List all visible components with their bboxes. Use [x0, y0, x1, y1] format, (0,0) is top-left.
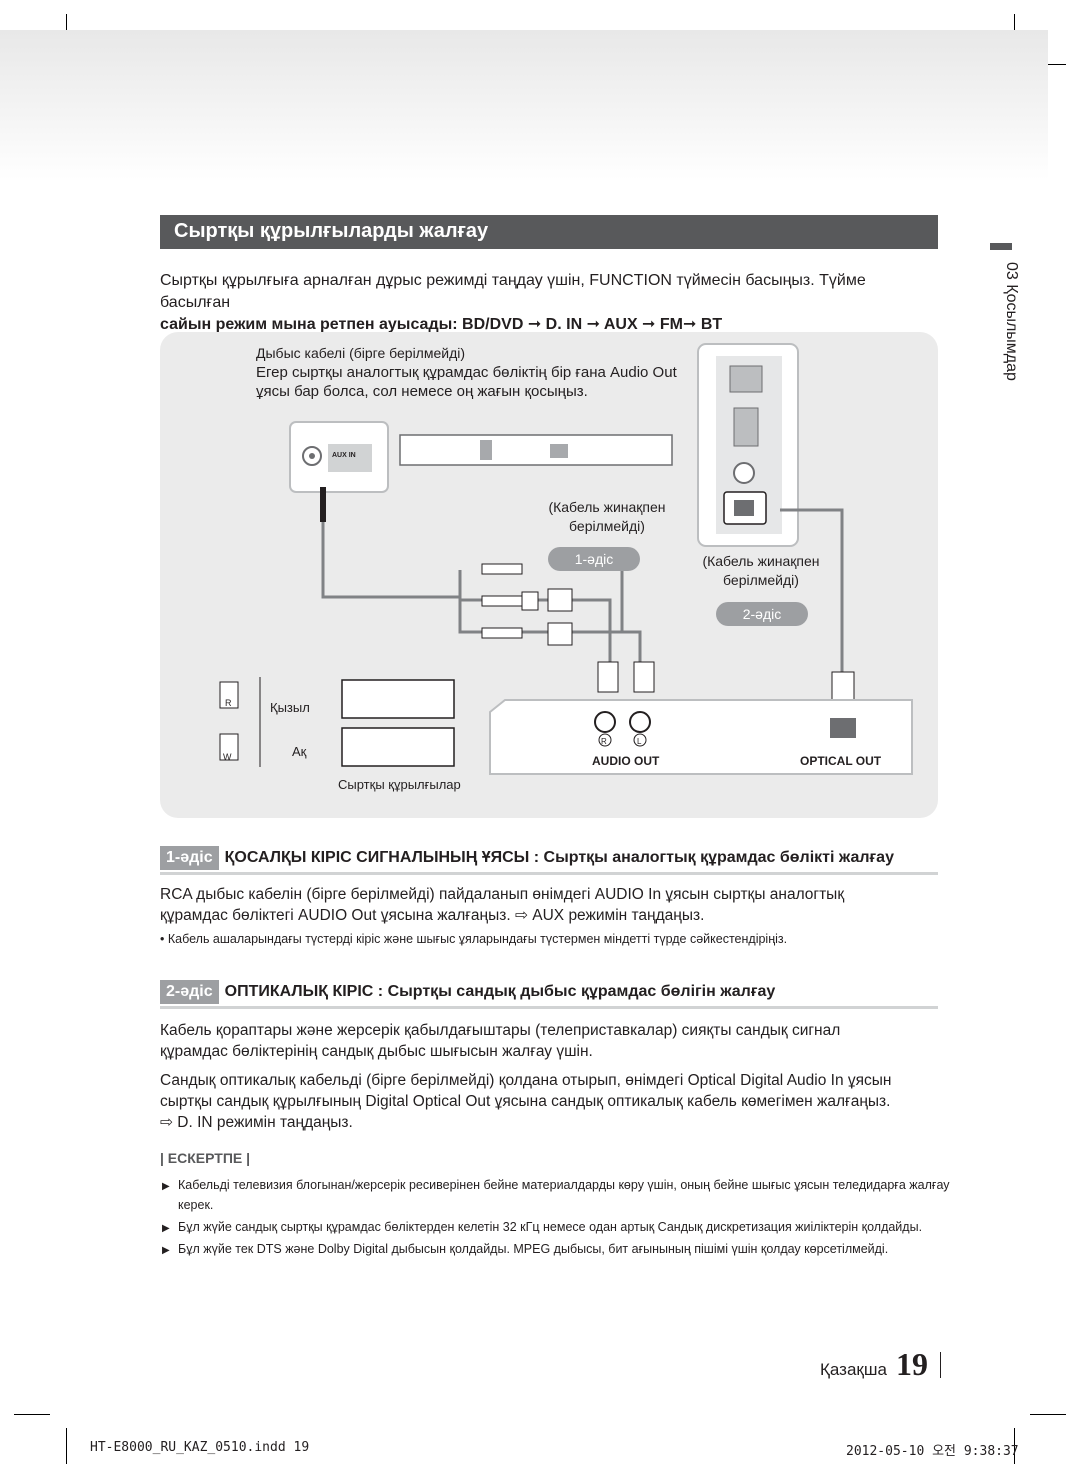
cable-note-1: (Кабель жинақпен берілмейді)	[546, 498, 668, 536]
cable-note-2a: (Кабель жинақпен	[702, 553, 820, 569]
section2-tag: 2-әдіс	[160, 980, 219, 1004]
section2-p2: құрамдас бөліктерінің сандық дыбыс шығыс…	[160, 1043, 593, 1060]
section1-rule	[160, 872, 938, 875]
connection-diagram: Дыбыс кабелі (бірге берілмейді) Егер сыр…	[160, 332, 938, 818]
aux-in-label: AUX IN	[332, 452, 356, 459]
note-item-continued: керек.	[160, 1196, 958, 1215]
cable-note-2b: берілмейді)	[723, 572, 799, 588]
l-jack-label: L	[637, 737, 642, 746]
audio-cable-note-line1: Дыбыс кабелі (бірге берілмейді)	[256, 345, 466, 361]
triangle-bullet-icon: ▶	[162, 1181, 170, 1192]
page-language: Қазақша	[820, 1360, 887, 1379]
section2-body: Кабель қораптары және жерсерік қабылдағы…	[160, 1020, 940, 1133]
section1-bullet-row: • Кабель ашаларындағы түстерді кіріс жән…	[160, 932, 788, 946]
r-plug-label: R	[225, 698, 232, 708]
intro-text: Сыртқы құрылғыға арналған дұрыс режимді …	[160, 270, 940, 336]
audio-cable-note: Дыбыс кабелі (бірге берілмейді) Егер сыр…	[256, 344, 677, 401]
note-item: ▶ Кабельді телевизия блогынан/жерсерік р…	[160, 1176, 958, 1195]
section1-p2: құрамдас бөліктегі AUDIO Out ұясына жалғ…	[160, 907, 705, 924]
section2-p5: ⇨ D. IN режимін таңдаңыз.	[160, 1114, 353, 1131]
white-label: Ақ	[292, 744, 307, 759]
cable-note-2: (Кабель жинақпен берілмейді)	[700, 552, 822, 590]
note-text-3: Бұл жүйе сандық сыртқы құрамдас бөліктер…	[178, 1220, 923, 1234]
crop-mark	[66, 1428, 67, 1464]
section2-title: ОПТИКАЛЫҚ КІРІС : Сыртқы сандық дыбыс құ…	[224, 983, 776, 1000]
page-number-divider	[940, 1352, 941, 1378]
note-text-1: Кабельді телевизия блогынан/жерсерік рес…	[178, 1178, 950, 1192]
audio-cable-note-line3: ұясы бар болса, сол немесе оң жағын қосы…	[256, 383, 588, 400]
method1-badge: 1-әдіс	[548, 547, 640, 571]
footer-date: 2012-05-10 오전 9:38:37	[846, 1444, 1019, 1459]
method2-badge: 2-әдіс	[716, 602, 808, 626]
cable-note-1b: берілмейді)	[569, 518, 645, 534]
chapter-label: 03 Қосылымдар	[1003, 262, 1020, 381]
section1-bullet: Кабель ашаларындағы түстерді кіріс және …	[167, 932, 788, 946]
triangle-bullet-icon: ▶	[162, 1223, 170, 1234]
audio-out-label: AUDIO OUT	[592, 754, 660, 768]
page-number: 19	[896, 1346, 928, 1382]
note-item: ▶ Бұл жүйе сандық сыртқы құрамдас бөлікт…	[160, 1218, 958, 1237]
audio-cable-note-line2: Егер сыртқы аналогтық құрамдас бөліктің …	[256, 364, 677, 381]
note-text-2: керек.	[178, 1198, 214, 1212]
section1-heading: 1-әдіс ҚОСАЛҚЫ КІРІС СИГНАЛЫНЫҢ ҰЯСЫ : Сы…	[160, 846, 938, 870]
intro-line-2: сайын режим мына ретпен ауысады: BD/DVD …	[160, 316, 723, 333]
section-title-bar: Сыртқы құрылғыларды жалғау	[160, 215, 938, 249]
triangle-bullet-icon: ▶	[162, 1245, 170, 1256]
crop-mark	[1030, 1414, 1066, 1415]
footer-file: HT-E8000_RU_KAZ_0510.indd 19	[90, 1440, 310, 1455]
section2-rule	[160, 1006, 938, 1009]
external-devices-label: Сыртқы құрылғылар	[338, 777, 461, 792]
crop-mark	[14, 1414, 50, 1415]
w-plug-label: W	[223, 752, 232, 762]
section2-p4: сыртқы сандық құрылғының Digital Optical…	[160, 1093, 891, 1110]
r-jack-label: R	[601, 737, 607, 746]
cable-note-1a: (Кабель жинақпен	[548, 499, 666, 515]
section2-heading: 2-әдіс ОПТИКАЛЫҚ КІРІС : Сыртқы сандық ды…	[160, 980, 938, 1004]
section1-body: RCA дыбыс кабелін (бірге берілмейді) пай…	[160, 884, 940, 949]
intro-line-1: Сыртқы құрылғыға арналған дұрыс режимді …	[160, 272, 866, 311]
note-text-4: Бұл жүйе тек DTS және Dolby Digital дыбы…	[178, 1242, 889, 1256]
crop-mark	[1014, 1428, 1015, 1464]
diagram-lines	[219, 343, 913, 775]
section1-tag: 1-әдіс	[160, 846, 219, 870]
crop-mark	[1030, 64, 1066, 65]
section2-p3: Сандық оптикалық кабельді (бірге берілме…	[160, 1072, 892, 1089]
section1-title: ҚОСАЛҚЫ КІРІС СИГНАЛЫНЫҢ ҰЯСЫ : Сыртқы а…	[224, 849, 894, 866]
section2-p1: Кабель қораптары және жерсерік қабылдағы…	[160, 1022, 841, 1039]
optical-out-label: OPTICAL OUT	[800, 754, 882, 768]
chapter-marker	[990, 243, 1012, 250]
header-gradient	[0, 30, 1048, 180]
note-title: | ЕСКЕРТПЕ |	[160, 1150, 251, 1166]
note-item: ▶ Бұл жүйе тек DTS және Dolby Digital ды…	[160, 1240, 958, 1259]
red-label: Қызыл	[270, 700, 310, 715]
section1-p1: RCA дыбыс кабелін (бірге берілмейді) пай…	[160, 886, 845, 903]
page-title: Сыртқы құрылғыларды жалғау	[174, 220, 489, 242]
